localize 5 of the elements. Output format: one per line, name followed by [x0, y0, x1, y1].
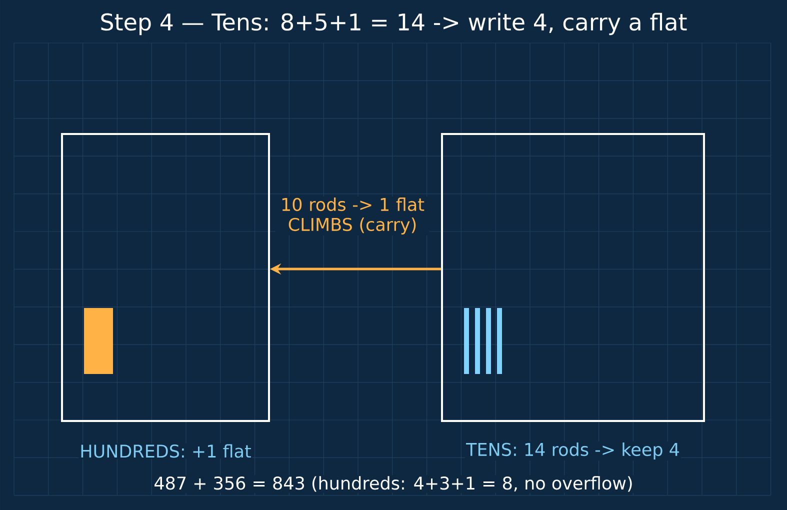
box-caption: TENS: 14 rods -> keep 4: [465, 442, 681, 460]
box-caption: HUNDREDS: +1 flat: [78, 443, 252, 459]
equation-text: 487 + 356 = 843 (hundreds: 4+3+1 = 8, no overflow): [152, 475, 634, 493]
title: Step 4 — Tens: 8+5+1 = 14 -> write 4, carry a flat: [101, 12, 687, 36]
edge-label: 10 rods -> 1 flat CLIMBS (carry): [276, 196, 430, 236]
